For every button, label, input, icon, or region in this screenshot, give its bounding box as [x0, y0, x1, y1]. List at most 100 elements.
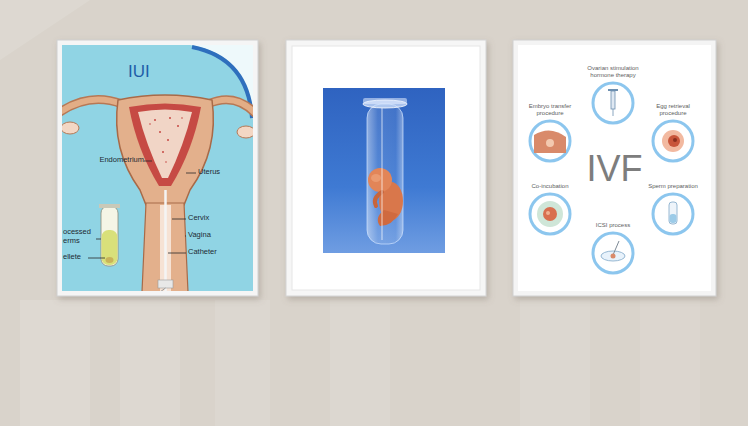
step-icon [534, 130, 566, 153]
step-heading: Embryo transfer procedure [519, 103, 581, 117]
fetus-frame [286, 40, 486, 296]
step-ring [593, 83, 633, 123]
uterus-illustration [164, 190, 167, 291]
part-label: Uterus [198, 168, 238, 177]
step-circle: Embryo transfer procedure [519, 103, 581, 163]
step-circle-outline [642, 192, 704, 236]
step-ring [653, 194, 693, 234]
uterus-illustration [149, 117, 183, 163]
step-ring [530, 121, 570, 161]
poster-title: IVF [567, 149, 662, 189]
wall-light [120, 300, 180, 426]
uterus-illustration [102, 230, 118, 265]
poster-title: IUI [128, 63, 168, 82]
uterus-illustration [237, 126, 253, 138]
uterus-illustration [159, 131, 161, 133]
part-label: Vagina [188, 231, 228, 240]
fetus-frame [286, 40, 486, 296]
wall-light [520, 300, 590, 426]
step-icon [662, 130, 684, 152]
uterus-illustration [106, 257, 114, 263]
fetus-illustration [368, 168, 392, 192]
leader-line [172, 219, 186, 220]
uterus-illustration [169, 117, 171, 119]
step-icon [537, 201, 563, 227]
uterus-illustration [208, 100, 253, 114]
step-circle-outline [519, 119, 581, 163]
fetus-illustration [363, 98, 407, 104]
step-heading: ICSI process [582, 222, 644, 229]
wall-light [640, 300, 700, 426]
uterus-illustration [149, 123, 151, 125]
uterus-illustration [138, 110, 192, 179]
step-heading: Egg retrieval procedure [642, 103, 704, 117]
leader-line [144, 161, 152, 162]
ivf-frame [518, 45, 711, 291]
step-circle-outline [642, 119, 704, 163]
ivf-frame [513, 40, 716, 296]
uterus-illustration [99, 204, 120, 208]
uterus-illustration [62, 122, 79, 134]
part-label: ellete [63, 253, 89, 262]
step-ring [653, 121, 693, 161]
step-icon [608, 89, 618, 116]
uterus-illustration [62, 100, 122, 113]
step-heading: Co-incubation [519, 183, 581, 190]
uterus-illustration [167, 139, 169, 141]
fetus-illustration [375, 192, 382, 206]
uterus-illustration [62, 100, 122, 113]
uterus-illustration [117, 95, 214, 205]
step-ring [530, 194, 570, 234]
part-label: ocessed erms [63, 228, 95, 245]
iui-frame [62, 45, 253, 291]
uterus-illustration [181, 117, 183, 119]
uterus-illustration [165, 161, 167, 163]
part-label: Endometrium [98, 156, 144, 165]
fetus-illustration [381, 108, 383, 240]
leader-line [96, 239, 101, 240]
step-heading: Ovarian stimulation hormone therapy [582, 65, 644, 79]
fetus-illustration [378, 210, 398, 226]
uterus-illustration [129, 104, 201, 187]
fetus-illustration [371, 174, 381, 182]
fetus-illustration [367, 104, 403, 244]
step-icon [601, 241, 625, 261]
step-circle: Ovarian stimulation hormone therapy [582, 65, 644, 125]
uterus-illustration [162, 151, 164, 153]
poster-panel: IUI [62, 45, 253, 291]
uterus-illustration [208, 100, 253, 114]
leader-line [88, 161, 196, 258]
part-label: Cervix [188, 214, 228, 223]
part-label: Catheter [188, 248, 228, 257]
fetus-frame [323, 88, 445, 253]
step-circle: Co-incubation [519, 183, 581, 236]
iui-frame [57, 40, 258, 296]
leader-line [186, 173, 196, 174]
wall-light [20, 300, 90, 426]
step-circle: ICSI process [582, 222, 644, 275]
iui-frame [57, 40, 258, 296]
step-heading: Sperm preparation [642, 183, 704, 190]
ivf-frame [513, 40, 716, 296]
step-circle-outline [582, 231, 644, 275]
fetus-frame [292, 46, 480, 290]
leader-line [88, 258, 105, 259]
uterus-illustration [101, 206, 118, 266]
step-icon [669, 202, 677, 224]
uterus-illustration [158, 280, 173, 288]
uterus-illustration [154, 119, 156, 121]
step-circle-outline [519, 192, 581, 236]
step-circle: Egg retrieval procedure [642, 103, 704, 163]
step-ring [593, 233, 633, 273]
wall-light [330, 300, 390, 426]
leader-line [185, 236, 186, 237]
fetus-illustration [363, 98, 407, 244]
uterus-illustration [160, 288, 166, 291]
leader-line [168, 253, 186, 254]
wall-light [215, 300, 270, 426]
uterus-illustration [62, 45, 253, 291]
